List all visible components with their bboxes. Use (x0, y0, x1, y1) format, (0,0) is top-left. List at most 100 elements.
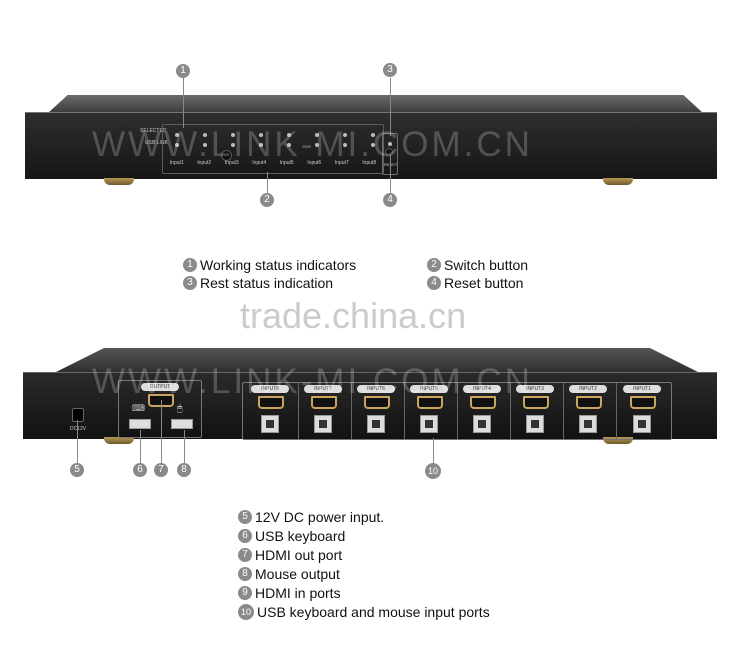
hdmi-in-port[interactable] (523, 396, 549, 409)
callout-10: 10 (425, 463, 441, 479)
input-label: Input6 (307, 160, 322, 166)
callout-line-8 (184, 430, 185, 464)
input-port-column: INPUT5 (406, 383, 452, 439)
input-label: Input7 (334, 160, 349, 166)
hdmi-in-port[interactable] (630, 396, 656, 409)
port-divider (510, 383, 511, 439)
legend-text: Rest status indication (200, 275, 334, 291)
led-indicator (175, 133, 179, 137)
usb-link-label: USB LINK (145, 140, 168, 146)
usb-link-led-row (175, 143, 375, 147)
usb-b-port[interactable] (633, 415, 651, 433)
keyboard-icon: ⌨ (132, 403, 145, 413)
legend-text: Working status indicators (200, 257, 357, 273)
usb-b-port[interactable] (579, 415, 597, 433)
input-port-column: INPUT2 (565, 383, 611, 439)
led-indicator (315, 133, 319, 137)
led-indicator (175, 143, 179, 147)
usb-b-port[interactable] (420, 415, 438, 433)
selected-led-row (175, 133, 375, 137)
input-port-label: INPUT7 (304, 385, 342, 393)
legend-text: USB keyboard and mouse input ports (257, 604, 490, 620)
legend-number: 8 (238, 567, 252, 581)
input-port-label: INPUT1 (623, 385, 661, 393)
usb-b-port[interactable] (526, 415, 544, 433)
switch-button[interactable] (221, 150, 232, 161)
front-top-surface (48, 95, 703, 113)
input-port-label: INPUT3 (516, 385, 554, 393)
mouse-icon: 🖱 (177, 403, 183, 413)
callout-7: 7 (154, 463, 168, 477)
hdmi-in-port[interactable] (576, 396, 602, 409)
watermark-back: WWW.LINK-MI.COM.CN (92, 362, 533, 401)
trade-watermark: trade.china.cn (240, 295, 467, 336)
legend-item-1: 1 Working status indicators (183, 257, 356, 273)
usb-b-port[interactable] (314, 415, 332, 433)
callout-line-5 (77, 420, 78, 464)
port-divider (457, 383, 458, 439)
input-port-column: INPUT1 (619, 383, 665, 439)
input-label: Input1 (169, 160, 184, 166)
led-indicator (203, 143, 207, 147)
legend-number: 3 (183, 276, 197, 290)
port-divider (616, 383, 617, 439)
led-indicator (259, 143, 263, 147)
legend-item-9: 9 HDMI in ports (238, 585, 341, 601)
callout-line-1 (183, 78, 184, 128)
input-port-column: INPUT6 (353, 383, 399, 439)
input-port-column: INPUT8 (247, 383, 293, 439)
led-indicator (231, 143, 235, 147)
dc-label: DC12V (70, 426, 87, 432)
back-right-foot (603, 437, 633, 444)
callout-4: 4 (383, 193, 397, 207)
led-indicator (371, 133, 375, 137)
legend-text: HDMI in ports (255, 585, 341, 601)
callout-5: 5 (70, 463, 84, 477)
watermark-front: WWW.LINK-MI.COM.CN (92, 125, 533, 164)
input-labels: Input1 Input2 Input3 Input4 Input5 Input… (163, 160, 383, 166)
led-indicator (287, 133, 291, 137)
callout-line-2 (267, 172, 268, 194)
callout-line-4 (390, 155, 391, 193)
legend-item-5: 5 12V DC power input. (238, 509, 384, 525)
led-indicator (343, 143, 347, 147)
input-port-label: INPUT5 (410, 385, 448, 393)
callout-line-7 (161, 400, 162, 464)
legend-item-3: 3 Rest status indication (183, 275, 333, 291)
dc-power-jack[interactable] (72, 408, 84, 422)
back-left-foot (104, 437, 134, 444)
input-label: Input8 (362, 160, 377, 166)
port-divider (404, 383, 405, 439)
input-port-label: INPUT4 (463, 385, 501, 393)
usb-mouse-port[interactable] (171, 419, 193, 429)
led-indicator (343, 133, 347, 137)
legend-number: 4 (427, 276, 441, 290)
hdmi-in-port[interactable] (258, 396, 284, 409)
callout-8: 8 (177, 463, 191, 477)
input-port-group: INPUT8 INPUT7 INPUT6 INPUT5 INPUT4 (242, 382, 672, 440)
legend-number: 5 (238, 510, 252, 524)
reset-button[interactable] (385, 148, 393, 156)
legend-number: 7 (238, 548, 252, 562)
led-indicator (231, 133, 235, 137)
hdmi-in-port[interactable] (417, 396, 443, 409)
legend-text: Reset button (444, 275, 524, 291)
back-top-surface (52, 348, 702, 374)
input-port-label: INPUT8 (251, 385, 289, 393)
input-label: Input5 (279, 160, 294, 166)
input-port-column: INPUT4 (459, 383, 505, 439)
usb-b-port[interactable] (367, 415, 385, 433)
legend-number: 10 (238, 604, 254, 620)
legend-item-6: 6 USB keyboard (238, 528, 345, 544)
input-port-column: INPUT7 (300, 383, 346, 439)
input-port-label: INPUT2 (569, 385, 607, 393)
input-label: Input3 (224, 160, 239, 166)
hdmi-in-port[interactable] (311, 396, 337, 409)
hdmi-in-port[interactable] (364, 396, 390, 409)
usb-b-port[interactable] (261, 415, 279, 433)
hdmi-in-port[interactable] (470, 396, 496, 409)
callout-line-10 (433, 438, 434, 464)
led-indicator (259, 133, 263, 137)
usb-keyboard-port[interactable] (129, 419, 151, 429)
usb-b-port[interactable] (473, 415, 491, 433)
